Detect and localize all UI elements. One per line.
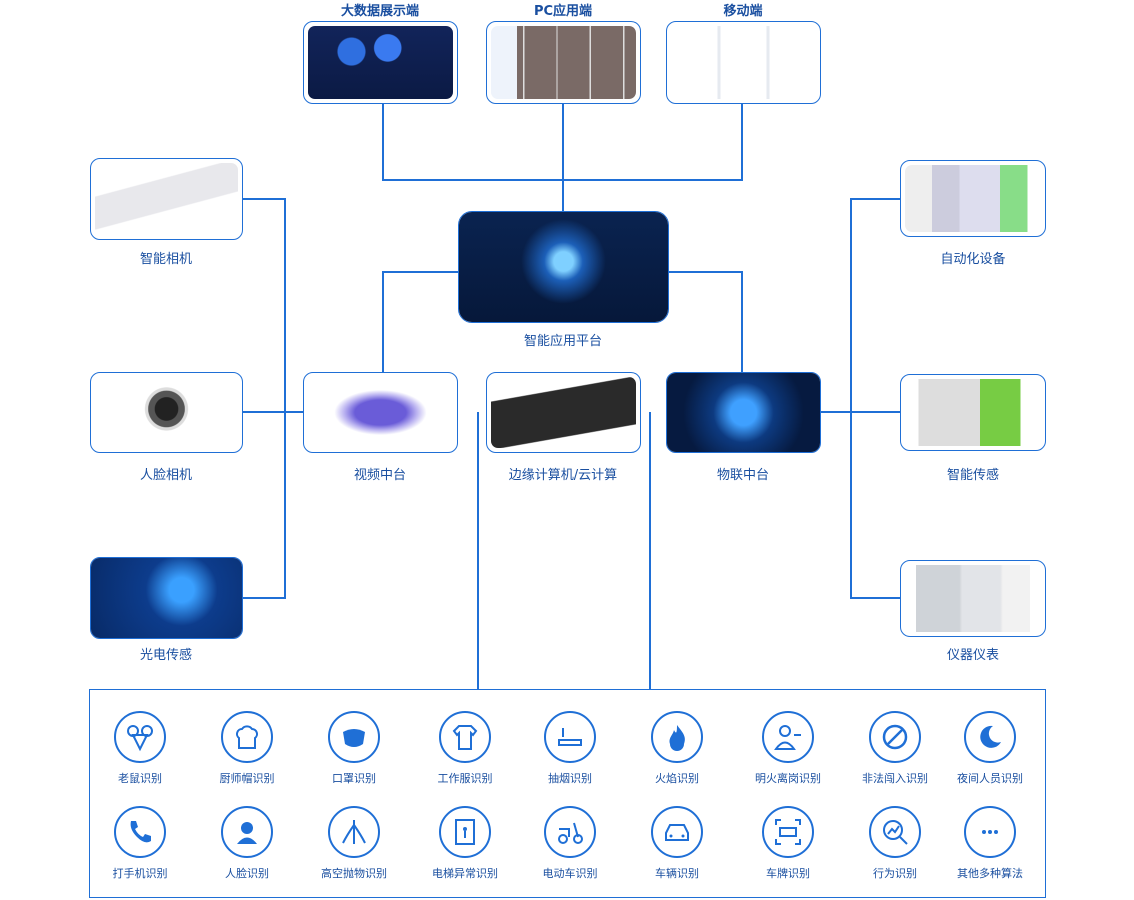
algorithm-item: 厨师帽识别 xyxy=(192,711,302,786)
algorithm-label: 电梯异常识别 xyxy=(432,867,498,880)
connector xyxy=(382,179,743,181)
video-platform-node xyxy=(303,372,458,453)
algorithm-label: 工作服识别 xyxy=(437,772,493,785)
algorithm-item: 高空抛物识别 xyxy=(299,806,409,881)
algorithm-item: 非法闯入识别 xyxy=(840,711,950,786)
iot-platform-node xyxy=(666,372,821,453)
bigdata-display-node xyxy=(303,21,458,104)
smart-sensor-node xyxy=(900,374,1046,451)
face-camera-label: 人脸相机 xyxy=(139,468,192,483)
connector xyxy=(382,271,460,273)
connector xyxy=(382,104,384,181)
ai-platform-node xyxy=(458,211,669,323)
mask-icon xyxy=(328,711,380,763)
connector xyxy=(243,198,286,200)
algorithm-label: 人脸识别 xyxy=(225,867,269,880)
pc-label: PC应用端 xyxy=(533,4,593,19)
algorithm-item: 抽烟识别 xyxy=(515,711,625,786)
algorithm-item: 电梯异常识别 xyxy=(410,806,520,881)
forbidden-icon xyxy=(869,711,921,763)
face-icon xyxy=(221,806,273,858)
algorithm-item: 车牌识别 xyxy=(733,806,843,881)
algorithm-item: 明火离岗识别 xyxy=(733,711,843,786)
connector xyxy=(821,411,900,413)
algorithm-label: 打手机识别 xyxy=(112,867,168,880)
automation-label: 自动化设备 xyxy=(940,252,1006,267)
algorithm-label: 抽烟识别 xyxy=(548,772,592,785)
algorithm-item: 火焰识别 xyxy=(622,711,732,786)
algorithm-item: 打手机识别 xyxy=(85,806,195,881)
flame-icon xyxy=(651,711,703,763)
algorithm-label: 高空抛物识别 xyxy=(321,867,387,880)
connector xyxy=(284,198,286,599)
elevator-icon xyxy=(439,806,491,858)
mouse-icon xyxy=(114,711,166,763)
instrument-node xyxy=(900,560,1046,637)
connector xyxy=(668,271,743,273)
algorithm-label: 行为识别 xyxy=(873,867,917,880)
connector xyxy=(562,104,564,211)
behavior-icon xyxy=(869,806,921,858)
uniform-icon xyxy=(439,711,491,763)
algorithm-item: 口罩识别 xyxy=(299,711,409,786)
algorithm-label: 火焰识别 xyxy=(655,772,699,785)
mobile-label: 移动端 xyxy=(723,4,763,19)
edge-computing-label: 边缘计算机/云计算 xyxy=(508,468,618,483)
algorithm-label: 车牌识别 xyxy=(766,867,810,880)
algorithm-label: 明火离岗识别 xyxy=(755,772,821,785)
algorithm-label: 老鼠识别 xyxy=(118,772,162,785)
smart-camera-node xyxy=(90,158,243,240)
face-camera-node xyxy=(90,372,243,453)
moon-icon xyxy=(964,711,1016,763)
algorithm-item: 车辆识别 xyxy=(622,806,732,881)
chef-hat-icon xyxy=(221,711,273,763)
algorithm-label: 非法闯入识别 xyxy=(862,772,928,785)
connector xyxy=(243,597,286,599)
more-icon xyxy=(964,806,1016,858)
video-platform-label: 视频中台 xyxy=(353,468,406,483)
connector xyxy=(382,271,384,372)
photoelectric-label: 光电传感 xyxy=(139,648,192,663)
connector xyxy=(477,412,479,690)
cigarette-icon xyxy=(544,711,596,763)
algorithm-label: 车辆识别 xyxy=(655,867,699,880)
instrument-label: 仪器仪表 xyxy=(946,648,999,663)
connector xyxy=(741,104,743,181)
algorithm-item: 工作服识别 xyxy=(410,711,520,786)
automation-device-node xyxy=(900,160,1046,237)
photoelectric-sensor-node xyxy=(90,557,243,639)
iot-platform-label: 物联中台 xyxy=(716,468,769,483)
edge-computing-node xyxy=(486,372,641,453)
mobile-node xyxy=(666,21,821,104)
bigdata-label: 大数据展示端 xyxy=(340,4,419,19)
pc-app-node xyxy=(486,21,641,104)
algorithm-panel xyxy=(89,689,1046,898)
car-icon xyxy=(651,806,703,858)
algorithm-item: 人脸识别 xyxy=(192,806,302,881)
phone-icon xyxy=(114,806,166,858)
algorithm-item: 老鼠识别 xyxy=(85,711,195,786)
smart-camera-label: 智能相机 xyxy=(139,252,192,267)
scooter-icon xyxy=(544,806,596,858)
algorithm-item: 夜间人员识别 xyxy=(935,711,1045,786)
connector xyxy=(850,198,900,200)
connector xyxy=(850,198,852,599)
algorithm-label: 夜间人员识别 xyxy=(957,772,1023,785)
person-leave-icon xyxy=(762,711,814,763)
algorithm-label: 口罩识别 xyxy=(332,772,376,785)
algorithm-item: 其他多种算法 xyxy=(935,806,1045,881)
falling-object-icon xyxy=(328,806,380,858)
license-plate-icon xyxy=(762,806,814,858)
algorithm-item: 电动车识别 xyxy=(515,806,625,881)
connector xyxy=(850,597,900,599)
connector xyxy=(243,411,303,413)
connector xyxy=(741,271,743,372)
platform-label: 智能应用平台 xyxy=(523,334,602,349)
algorithm-label: 厨师帽识别 xyxy=(219,772,275,785)
connector xyxy=(649,412,651,690)
algorithm-label: 其他多种算法 xyxy=(957,867,1023,880)
algorithm-item: 行为识别 xyxy=(840,806,950,881)
algorithm-label: 电动车识别 xyxy=(542,867,598,880)
smart-sensor-label: 智能传感 xyxy=(946,468,999,483)
